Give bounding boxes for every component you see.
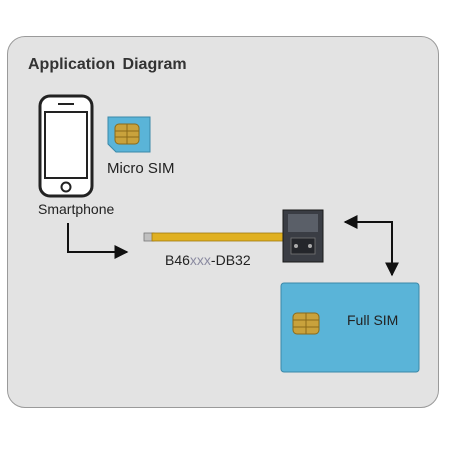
module-label: B46xxx-DB32 <box>165 252 251 268</box>
module-label-variant: xxx <box>189 252 211 268</box>
micro-sim-label: Micro SIM <box>107 160 175 177</box>
module-label-suffix: -DB32 <box>210 252 251 268</box>
adapter-module <box>143 209 324 263</box>
diagram-title: Application Diagram <box>28 56 187 73</box>
full-sim-label: Full SIM <box>347 312 399 328</box>
full-sim-card <box>280 282 420 373</box>
smartphone-icon <box>38 94 94 198</box>
module-to-fullsim-arrow <box>343 215 399 277</box>
phone-to-cable-arrow <box>67 223 129 259</box>
module-label-prefix: B46 <box>165 252 190 268</box>
micro-sim-card <box>107 116 151 153</box>
smartphone-label: Smartphone <box>38 201 115 217</box>
